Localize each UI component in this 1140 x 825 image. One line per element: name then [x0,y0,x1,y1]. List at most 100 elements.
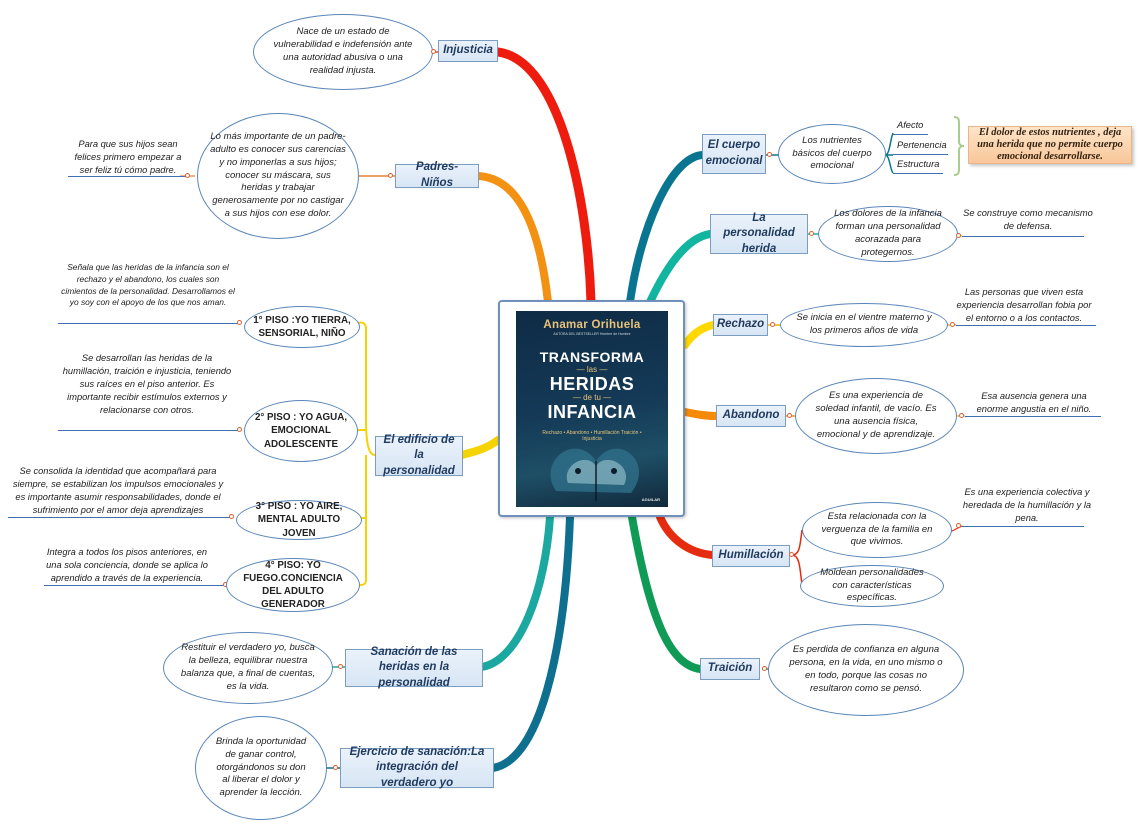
branch-padres [474,172,552,306]
personalidad-label: La personalidad herida [723,211,795,255]
piso3-ellipse[interactable]: 3° PISO : YO AIRE, MENTAL ADULTO JOVEN [236,500,362,540]
edificio-label: El edificio de la personalidad [383,433,455,477]
book-title-de: — de tu — [572,393,612,403]
personalidad-ellipse[interactable]: Los dolores de la infancia forman una pe… [818,206,958,262]
personalidad-topic[interactable]: La personalidad herida [710,212,808,255]
cuerpo-item-estructura: Estructura [897,159,940,169]
abandono-label: Abandono [722,409,780,422]
branch-traicion [628,513,704,673]
injusticia-topic[interactable]: Injusticia [438,40,498,62]
injusticia-connector-dot [431,49,436,54]
personalidad-connector-dot [809,231,814,236]
branch-edificio [458,436,502,459]
cuerpo-text: Los nutrientes básicos del cuerpo emocio… [792,134,872,172]
piso1-note: Señala que las heridas de la infancia so… [61,262,235,308]
piso3-note: Se consolida la identidad que acompañará… [12,466,224,516]
emphasis-brace [953,116,965,176]
abandono-note-underline [965,416,1101,417]
sanacion-topic[interactable]: Sanación de las heridas en la personalid… [345,646,483,689]
ejercicio-topic[interactable]: Ejercicio de sanación:La integración del… [340,746,494,789]
piso2-ellipse[interactable]: 2° PISO : YO AGUA, EMOCIONAL ADOLESCENTE [244,400,358,462]
cuerpo-ellipse[interactable]: Los nutrientes básicos del cuerpo emocio… [778,124,886,184]
piso4-label: 4° PISO: YO FUEGO.CONCIENCIA DEL ADULTO … [243,559,343,611]
padres-topic[interactable]: Padres- Niños [395,161,479,189]
traicion-connector-dot [762,666,767,671]
rechazo-topic[interactable]: Rechazo [713,314,768,336]
traicion-text: Es perdida de confianza en alguna person… [789,644,943,694]
piso2-label: 2° PISO : YO AGUA, EMOCIONAL ADOLESCENTE [254,412,348,450]
humillacion-topic[interactable]: Humillación [712,545,790,567]
ejercicio-connector-dot [333,765,338,770]
sanacion-ellipse[interactable]: Restituir el verdadero yo, busca la bell… [163,632,333,704]
piso2-underline [58,430,238,431]
rechazo-connector-dot [770,322,775,327]
ejercicio-ellipse[interactable]: Brinda la oportunidad de ganar control, … [195,716,327,820]
rechazo-note-underline [956,325,1096,326]
sanacion-label: Sanación de las heridas en la personalid… [370,645,458,689]
branch-humillacion [656,513,716,559]
padres-note: Para que sus hijos sean felices primero … [74,139,182,176]
book-tagline: AUTORA DEL BESTSELLER Hombre de Hombre [553,332,631,336]
abandono-topic[interactable]: Abandono [716,405,786,427]
piso3-dot [229,514,234,519]
padres-connector-dot [388,173,393,178]
piso3-label: 3° PISO : YO AIRE, MENTAL ADULTO JOVEN [255,501,343,539]
piso4-ellipse[interactable]: 4° PISO: YO FUEGO.CONCIENCIA DEL ADULTO … [226,558,360,612]
humillacion-note-underline [962,526,1084,527]
book-cover: Anamar Orihuela AUTORA DEL BESTSELLER Ho… [516,311,668,507]
cuerpo-emphasis-callout[interactable]: El dolor de estos nutrientes , deja una … [968,126,1132,164]
cuerpo-item-afecto-line [893,134,928,135]
personalidad-note: Se construye como mecanismo de defensa. [963,208,1093,232]
ejercicio-text: Brinda la oportunidad de ganar control, … [215,735,307,799]
piso1-label: 1° PISO :YO TIERRA, SENSORIAL, NIÑO [253,314,351,339]
injusticia-ellipse[interactable]: Nace de un estado de vulnerabilidad e in… [253,14,433,90]
piso1-underline [58,323,238,324]
cuerpo-item-afecto: Afecto [897,120,924,130]
branch-ejercicio [489,513,574,772]
piso2-note: Se desarrollan las heridas de la humilla… [62,353,232,416]
piso1-ellipse[interactable]: 1° PISO :YO TIERRA, SENSORIAL, NIÑO [244,306,360,348]
rechazo-note: Las personas que viven esta experiencia … [956,287,1092,324]
personalidad-note-dot [956,233,961,238]
central-topic[interactable]: Anamar Orihuela AUTORA DEL BESTSELLER Ho… [498,300,685,517]
traicion-topic[interactable]: Traición [700,658,760,680]
humillacion-ellipse-2[interactable]: Moldean personalidades con característic… [800,565,944,607]
humillacion-text-2: Moldean personalidades con característic… [820,566,924,604]
rechazo-ellipse[interactable]: Se inicia en el vientre materno y los pr… [780,303,948,347]
traicion-ellipse[interactable]: Es perdida de confianza en alguna person… [768,624,964,716]
cuerpo-connector-dot [767,152,772,157]
humillacion-ellipse-1[interactable]: Esta relacionada con la verguenza de la … [802,502,952,558]
branch-sanacion [478,513,554,671]
edificio-topic[interactable]: El edificio de la personalidad [375,434,463,477]
cuerpo-item-estructura-line [893,173,943,174]
cuerpo-topic[interactable]: El cuerpo emocional [702,134,766,174]
abandono-ellipse[interactable]: Es una experiencia de soledad infantil, … [795,378,957,454]
piso1-dot [237,320,242,325]
book-title-top: TRANSFORMA [539,349,645,365]
piso4-underline [44,585,224,586]
cuerpo-label: El cuerpo emocional [705,139,763,167]
abandono-note: Esa ausencia genera una enorme angustia … [976,391,1092,415]
humillacion-note: Es una experiencia colectiva y heredada … [962,487,1092,524]
branch-injusticia [493,47,596,307]
cuerpo-item-pertenencia-line [893,154,948,155]
branch-personalidad [646,230,714,306]
rechazo-text: Se inicia en el vientre materno y los pr… [796,312,932,336]
cuerpo-item-pertenencia: Pertenencia [897,140,947,150]
personalidad-note-underline [962,236,1084,237]
book-publisher: AGUILAR [641,497,660,502]
padres-note-dot [185,173,190,178]
book-author: Anamar Orihuela [543,319,641,331]
book-title-mid: HERIDAS [549,373,635,394]
cuerpo-emphasis-text: El dolor de estos nutrientes , deja una … [977,127,1123,162]
padres-label: Padres- Niños [415,161,459,189]
injusticia-text: Nace de un estado de vulnerabilidad e in… [273,26,413,76]
humillacion-note-dot [956,523,961,528]
branch-cuerpo [626,151,706,306]
book-title-las: — las — [576,365,608,374]
book-title-bottom: INFANCIA [547,402,637,423]
piso3-underline [8,517,230,518]
injusticia-label: Injusticia [443,44,493,57]
padres-ellipse[interactable]: Lo más importante de un padre-adulto es … [197,113,359,239]
